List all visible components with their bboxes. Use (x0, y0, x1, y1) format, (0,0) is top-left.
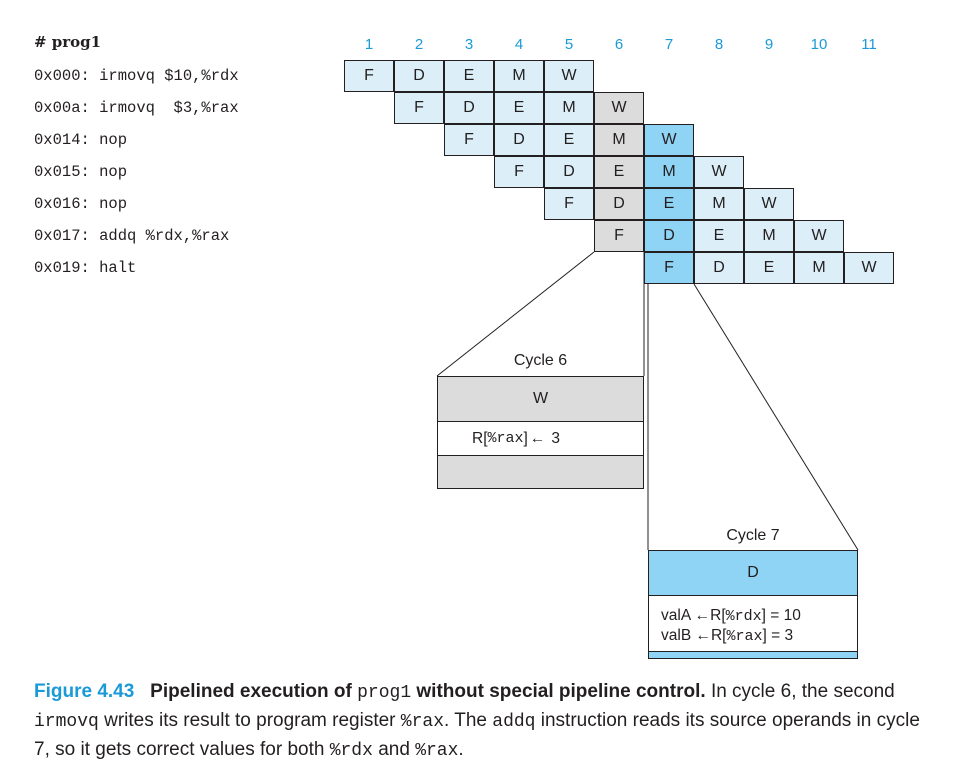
stage-cell-writeback: W (794, 220, 844, 252)
cycle6-register-write: R[%rax] ← 3 (437, 421, 644, 456)
cycle6-connector-left (436, 251, 595, 377)
caption-text: . (458, 739, 464, 760)
stage-cell-decode: D (394, 60, 444, 92)
cycle-number: 9 (764, 36, 774, 53)
stage-cell-writeback: W (544, 60, 594, 92)
stage-cell-memory: M (494, 60, 544, 92)
caption-text: and (378, 739, 410, 760)
stage-cell-decode: D (544, 156, 594, 188)
cycle-number: 5 (564, 36, 574, 53)
caption-code: %rax (400, 712, 445, 732)
caption-text: In cycle 6, the second (710, 681, 895, 702)
stage-cell-execute: E (444, 60, 494, 92)
left-arrow-icon: ← (529, 429, 546, 447)
stage-cell-fetch: F (594, 220, 644, 252)
stage-cell-writeback: W (744, 188, 794, 220)
cycle-number: 7 (664, 36, 674, 53)
cycle-number: 10 (810, 36, 828, 53)
program-title: # prog1 (34, 33, 102, 51)
stage-cell-fetch: F (444, 124, 494, 156)
caption-title: Pipelined execution of (150, 681, 352, 702)
caption-code: irmovq (34, 712, 99, 732)
stage-cell-execute: E (744, 252, 794, 284)
cycle6-op-value: 3 (551, 429, 560, 447)
cycle7-bottom-strip (648, 651, 858, 659)
stage-cell-decode: D (594, 188, 644, 220)
valb-label: valB (661, 627, 692, 644)
stage-cell-memory: M (544, 92, 594, 124)
cycle7-operand-reads: valA ←R[%rdx] = 10 valB ←R[%rax] = 3 (648, 595, 858, 652)
code-line: 0x017: addq %rdx,%rax (34, 227, 230, 245)
stage-cell-fetch: F (544, 188, 594, 220)
stage-cell-fetch: F (494, 156, 544, 188)
stage-cell-memory: M (694, 188, 744, 220)
cycle-number: 6 (614, 36, 624, 53)
cycle6-empty-row (437, 455, 644, 489)
stage-cell-decode: D (494, 124, 544, 156)
figure-number: Figure 4.43 (34, 681, 135, 702)
valb-suffix: ] = 3 (762, 627, 794, 644)
stage-cell-fetch: F (394, 92, 444, 124)
code-line: 0x014: nop (34, 131, 128, 149)
stage-cell-execute: E (544, 124, 594, 156)
code-line: 0x016: nop (34, 195, 128, 213)
code-line: 0x019: halt (34, 259, 137, 277)
code-line: 0x000: irmovq $10,%rdx (34, 67, 239, 85)
caption-text: writes its result to program register (104, 710, 396, 731)
stage-cell-writeback: W (644, 124, 694, 156)
code-line: 0x015: nop (34, 163, 128, 181)
stage-cell-writeback: W (844, 252, 894, 284)
stage-cell-fetch: F (644, 252, 694, 284)
stage-cell-execute: E (494, 92, 544, 124)
stage-cell-writeback: W (594, 92, 644, 124)
stage-cell-execute: E (694, 220, 744, 252)
caption-code: %rax (415, 741, 459, 761)
cycle7-valb-line: valB ←R[%rax] = 3 (661, 626, 857, 646)
stage-cell-execute: E (644, 188, 694, 220)
caption-title-end: without special pipeline control. (416, 681, 706, 702)
stage-cell-decode: D (644, 220, 694, 252)
stage-cell-fetch: F (344, 60, 394, 92)
cycle6-stage-label: W (437, 376, 644, 422)
stage-cell-writeback: W (694, 156, 744, 188)
stage-cell-memory: M (594, 124, 644, 156)
stage-cell-execute: E (594, 156, 644, 188)
vala-label: valA (661, 607, 691, 624)
cycle6-op-prefix: R[ (472, 429, 488, 447)
cycle-number: 8 (714, 36, 724, 53)
caption-text: instruction reads its source operands in… (34, 710, 920, 760)
stage-cell-memory: M (644, 156, 694, 188)
cycle7-vala-line: valA ←R[%rdx] = 10 (661, 606, 857, 626)
left-arrow-icon: ← (694, 607, 711, 624)
cycle6-op-suffix: ] (523, 429, 528, 447)
code-line: 0x00a: irmovq $3,%rax (34, 99, 239, 117)
cycle-number: 3 (464, 36, 474, 53)
cycle6-title: Cycle 6 (513, 352, 568, 369)
stage-cell-memory: M (794, 252, 844, 284)
figure-caption: Figure 4.43 Pipelined execution of prog1… (34, 678, 934, 765)
vala-register: %rdx (725, 608, 762, 625)
caption-code: addq (492, 712, 536, 732)
left-arrow-icon: ← (695, 627, 711, 644)
caption-title-code: prog1 (357, 683, 412, 703)
stage-cell-decode: D (694, 252, 744, 284)
stage-cell-memory: M (744, 220, 794, 252)
cycle-number: 2 (414, 36, 424, 53)
vala-suffix: ] = 10 (761, 607, 801, 624)
cycle7-title: Cycle 7 (726, 527, 780, 544)
cycle-number: 1 (364, 36, 374, 53)
cycle7-stage-label: D (648, 550, 858, 596)
caption-text: . The (444, 710, 487, 731)
valb-register: %rax (726, 628, 763, 645)
valb-prefix: R[ (710, 627, 727, 644)
cycle7-connector-right (693, 283, 859, 551)
caption-code: %rdx (329, 741, 373, 761)
cycle6-op-register: %rax (487, 430, 524, 447)
vala-prefix: R[ (710, 607, 726, 624)
stage-cell-decode: D (444, 92, 494, 124)
cycle-number: 4 (514, 36, 524, 53)
cycle-number: 11 (861, 36, 877, 53)
